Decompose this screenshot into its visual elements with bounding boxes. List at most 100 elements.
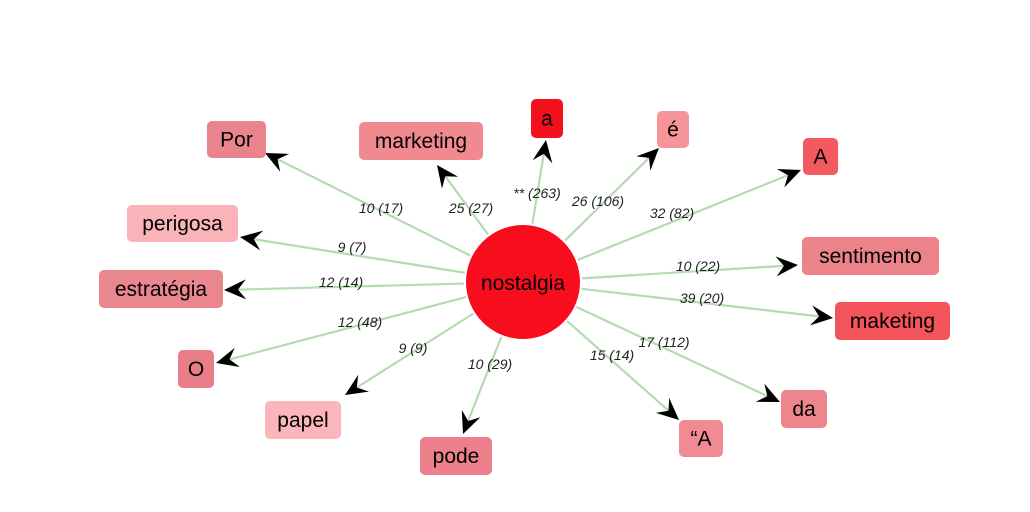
word-node[interactable]: da (781, 390, 827, 428)
word-node[interactable]: O (178, 350, 214, 388)
word-node-box (127, 205, 238, 242)
edge-line (566, 320, 670, 412)
word-node[interactable]: estratégia (99, 270, 223, 308)
edge: 9 (7) (240, 230, 465, 274)
word-node-box (803, 138, 838, 175)
word-node-label: sentimento (819, 245, 922, 268)
arrowhead-icon (240, 230, 264, 251)
arrowhead-icon (776, 168, 801, 188)
edge: 10 (22) (581, 256, 798, 280)
hub-node[interactable]: nostalgia (466, 225, 580, 339)
word-node[interactable]: a (531, 99, 563, 138)
word-node-box (178, 350, 214, 388)
word-node[interactable]: é (657, 111, 689, 148)
word-node-label: papel (277, 409, 328, 432)
word-node-label: Por (220, 129, 253, 152)
edge-line (444, 175, 489, 236)
edge: 15 (14) (566, 320, 679, 420)
word-node-box (679, 420, 723, 457)
word-node[interactable]: perigosa (127, 205, 238, 242)
edge-weight-label: 17 (112) (638, 334, 689, 350)
edge: 12 (14) (224, 274, 465, 300)
word-node-label: “A (691, 428, 712, 451)
edge-weight-label: ** (263) (513, 185, 560, 201)
edge-line (277, 158, 471, 257)
word-node[interactable]: “A (679, 420, 723, 457)
edge-line (581, 287, 820, 318)
word-node-box (99, 270, 223, 308)
edge: 12 (48) (216, 295, 467, 368)
edge: 10 (29) (461, 336, 512, 434)
word-node-label: maketing (850, 310, 935, 333)
edge-line (577, 174, 789, 261)
edge: 39 (20) (581, 287, 833, 326)
edge-weight-label: 10 (17) (359, 200, 403, 216)
edge-line (253, 238, 465, 274)
arrowhead-icon (755, 383, 780, 402)
edge-weight-label: 25 (27) (448, 200, 493, 216)
word-node-box (207, 121, 266, 158)
arrowhead-icon (655, 397, 679, 420)
word-node-label: a (541, 108, 553, 131)
edge-line (564, 157, 650, 242)
edge-weight-label: 9 (9) (399, 340, 428, 356)
word-node-box (359, 122, 483, 160)
word-node[interactable]: Por (207, 121, 266, 158)
edge-weight-label: 26 (106) (571, 193, 624, 209)
word-node[interactable]: sentimento (802, 237, 939, 275)
edge-line (237, 282, 465, 291)
arrowhead-icon (809, 305, 833, 326)
edge-line (575, 305, 768, 398)
arrowhead-icon (224, 279, 247, 300)
arrowhead-icon (775, 256, 798, 277)
word-node-label: da (792, 398, 816, 421)
edge-line (467, 336, 503, 422)
word-node-label: A (813, 146, 827, 169)
word-node-box (781, 390, 827, 428)
arrowhead-icon (345, 374, 369, 395)
edge: 10 (17) (265, 153, 471, 257)
word-node-box (802, 237, 939, 275)
edge-line (229, 295, 467, 361)
word-node[interactable]: A (803, 138, 838, 175)
arrowhead-icon (532, 140, 553, 164)
edge-weight-label: 10 (29) (468, 356, 512, 372)
word-node-box (657, 111, 689, 148)
edge-weight-label: 12 (14) (319, 274, 363, 290)
word-node-box (531, 99, 563, 138)
arrowhead-icon (437, 165, 459, 189)
edge: 26 (106) (564, 148, 659, 242)
word-node-label: é (667, 119, 679, 142)
edge: 25 (27) (437, 165, 493, 236)
edge: 32 (82) (577, 168, 801, 261)
word-node-label: estratégia (115, 278, 208, 301)
arrowhead-icon (216, 347, 240, 368)
edge-weight-label: 12 (48) (338, 314, 382, 330)
word-node-label: marketing (375, 130, 467, 153)
word-node-box (835, 302, 950, 340)
word-node-box (420, 437, 492, 475)
hub-label: nostalgia (481, 272, 565, 295)
word-node-label: perigosa (142, 213, 223, 236)
word-node-label: pode (433, 445, 480, 468)
edge: 17 (112) (575, 305, 780, 402)
arrowhead-icon (265, 153, 290, 172)
word-node-label: O (188, 358, 204, 381)
word-node[interactable]: marketing (359, 122, 483, 160)
arrowhead-icon (461, 409, 481, 434)
word-node[interactable]: pode (420, 437, 492, 475)
arrowhead-icon (636, 148, 659, 171)
edge-weight-label: 15 (14) (590, 347, 634, 363)
edge-weight-label: 10 (22) (676, 258, 720, 274)
edge-weight-label: 9 (7) (338, 239, 367, 255)
edge-line (356, 312, 474, 389)
edge: ** (263) (513, 140, 561, 224)
edge-line (531, 153, 545, 224)
edge: 9 (9) (345, 312, 474, 395)
word-node[interactable]: papel (265, 401, 341, 439)
word-node-box (265, 401, 341, 439)
edge-line (581, 264, 785, 280)
edge-weight-label: 32 (82) (650, 205, 694, 221)
word-node[interactable]: maketing (835, 302, 950, 340)
